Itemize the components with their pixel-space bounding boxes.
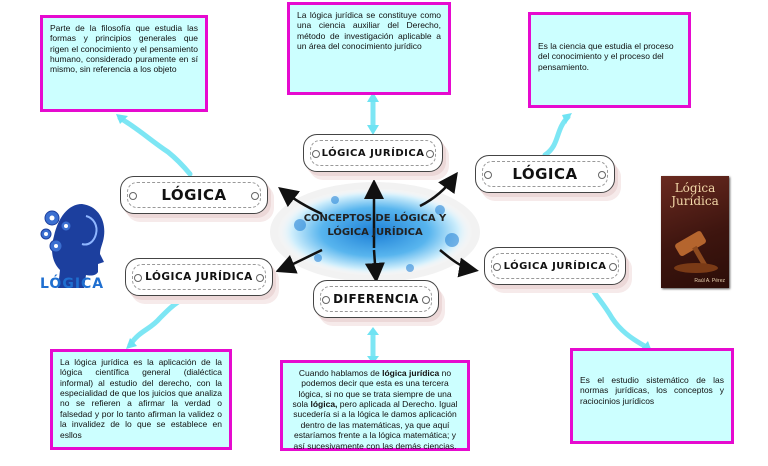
book-title-line1: Lógica bbox=[674, 181, 716, 195]
arrow-to-juridica-left bbox=[275, 248, 323, 274]
book-cover-image: Lógica Jurídica Raúl A. Pérez bbox=[661, 176, 729, 288]
central-concept-line1: CONCEPTOS DE LÓGICA Y bbox=[303, 213, 447, 224]
gavel-icon bbox=[674, 231, 718, 273]
definition-top-left: Parte de la filosofía que estudia las fo… bbox=[40, 15, 208, 112]
node-juridica-left: LÓGICA JURÍDICA bbox=[125, 258, 273, 296]
connector-top-left bbox=[117, 115, 193, 177]
node-logica-left: LÓGICA bbox=[120, 176, 268, 214]
definition-bottom-center: Cuando hablamos de lógica jurídica no po… bbox=[280, 360, 470, 451]
emphasis-logica: lógica, bbox=[310, 399, 338, 410]
connector-bottom-left bbox=[127, 299, 181, 348]
head-gears-icon bbox=[40, 204, 105, 288]
node-juridica-top: LÓGICA JURÍDICA bbox=[303, 134, 443, 172]
central-concept-line2: LÓGICA JURÍDICA bbox=[327, 226, 423, 238]
node-logica-right: LÓGICA bbox=[475, 155, 615, 193]
definition-top-center: La lógica jurídica se constituye como un… bbox=[287, 2, 451, 95]
node-logica-right-label: LÓGICA bbox=[512, 165, 578, 183]
node-diferencia-label: DIFERENCIA bbox=[333, 292, 419, 306]
arrow-to-juridica-right bbox=[439, 249, 479, 278]
definition-bottom-left: La lógica jurídica es la aplicación de l… bbox=[50, 349, 232, 450]
node-logica-left-label: LÓGICA bbox=[161, 186, 227, 204]
arrow-to-logica-left bbox=[278, 186, 323, 216]
definition-top-right: Es la ciencia que estudia el proceso del… bbox=[528, 12, 691, 108]
node-juridica-right: LÓGICA JURÍDICA bbox=[484, 247, 626, 285]
central-concept: CONCEPTOS DE LÓGICA Y LÓGICA JURÍDICA bbox=[300, 212, 450, 239]
node-juridica-top-label: LÓGICA JURÍDICA bbox=[321, 147, 425, 159]
connector-bottom-right bbox=[591, 289, 651, 351]
node-juridica-right-label: LÓGICA JURÍDICA bbox=[503, 260, 607, 272]
node-juridica-left-label: LÓGICA JURÍDICA bbox=[145, 271, 253, 283]
side-image-label: LÓGICA bbox=[40, 276, 105, 292]
arrow-to-diferencia bbox=[364, 249, 385, 283]
book-title-line2: Jurídica bbox=[671, 193, 719, 208]
book-author: Raúl A. Pérez bbox=[694, 278, 725, 284]
emphasis-logica-juridica: lógica jurídica bbox=[382, 368, 440, 378]
arrow-to-logica-right bbox=[419, 171, 458, 208]
node-diferencia: DIFERENCIA bbox=[313, 280, 439, 318]
definition-bottom-right: Es el estudio sistemático de las normas … bbox=[570, 348, 734, 444]
connector-top-right bbox=[542, 114, 571, 158]
